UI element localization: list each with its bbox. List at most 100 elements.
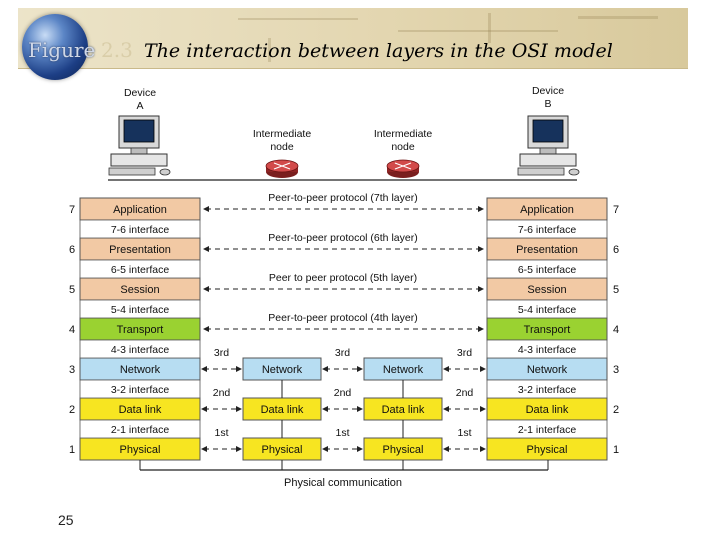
peer-arrow-head-left [203, 326, 209, 332]
hop-arrow-head-right [236, 366, 242, 372]
device-a-layer-name: Data link [119, 404, 162, 416]
figure-label: Figure [28, 38, 96, 62]
device-a-interface-band [79, 339, 201, 359]
device-a-layer-name: Network [120, 364, 161, 376]
device-a-interface-label: 4-3 interface [111, 344, 170, 356]
hop-label: 2nd [213, 387, 231, 399]
left-layer-number: 3 [69, 364, 75, 376]
device-a-label: A [136, 100, 143, 112]
hop-arrow-head-left [201, 366, 207, 372]
intermediate-node-1-label: node [270, 141, 294, 153]
peer-arrow-head-right [478, 326, 484, 332]
device-b-computer-icon-screen [532, 119, 564, 143]
router-1-icon-arrows [273, 162, 291, 170]
device-a-interface-label: 5-4 interface [111, 304, 170, 316]
device-b-interface-band [486, 299, 608, 319]
intermediate-node-1-layer-name: Physical [262, 444, 303, 456]
device-a-computer-icon-base [110, 153, 168, 167]
right-layer-number: 1 [613, 444, 619, 456]
device-a-computer-icon-stand [130, 147, 148, 155]
intermediate-node-1-label: Intermediate [253, 128, 312, 140]
device-b-interface-band [486, 259, 608, 279]
hop-arrow-head-right [480, 366, 486, 372]
device-b-computer-icon-stand [539, 147, 557, 155]
device-b-layer-name: Application [520, 204, 574, 216]
hop-arrow-head-left [443, 406, 449, 412]
hop-arrow-head-right [480, 446, 486, 452]
figure-number: 2.3 [101, 38, 133, 62]
right-layer-number: 3 [613, 364, 619, 376]
intermediate-node-2-label: node [391, 141, 415, 153]
osi-diagram-svg: DeviceADeviceBIntermediatenodeIntermedia… [69, 85, 619, 489]
intermediate-node-2-label: Intermediate [374, 128, 433, 140]
hop-label: 1st [214, 427, 228, 439]
device-a-layer-name: Transport [117, 324, 164, 336]
device-b-layer-name: Presentation [516, 244, 578, 256]
intermediate-node-1-layer-name: Network [262, 364, 303, 376]
device-b-interface-label: 5-4 interface [518, 304, 577, 316]
left-layer-number: 2 [69, 404, 75, 416]
hop-label: 3rd [214, 347, 229, 359]
hop-label: 1st [335, 427, 349, 439]
hop-label: 3rd [457, 347, 472, 359]
device-b-computer-icon-base [519, 153, 577, 167]
device-a-layer-name: Application [113, 204, 167, 216]
device-b-layer-name: Network [527, 364, 568, 376]
intermediate-node-1-layer-name: Data link [261, 404, 304, 416]
left-layer-number: 5 [69, 284, 75, 296]
hop-arrow-head-left [201, 446, 207, 452]
device-b-layer-name: Session [527, 284, 566, 296]
hop-label: 3rd [335, 347, 350, 359]
hop-arrow-head-left [322, 406, 328, 412]
globe-icon [22, 14, 88, 80]
peer-arrow-head-right [478, 206, 484, 212]
device-b-interface-band [486, 339, 608, 359]
physical-communication-label: Physical communication [284, 477, 402, 489]
figure-banner [18, 8, 688, 69]
peer-protocol-label: Peer-to-peer protocol (7th layer) [268, 192, 417, 204]
device-b-interface-label: 2-1 interface [518, 424, 577, 436]
hop-arrow-head-left [322, 366, 328, 372]
intermediate-node-2-layer-name: Physical [383, 444, 424, 456]
peer-arrow-head-left [203, 286, 209, 292]
peer-arrow-head-right [478, 246, 484, 252]
hop-arrow-head-right [236, 406, 242, 412]
device-b-interface-label: 4-3 interface [518, 344, 577, 356]
device-b-computer-icon-keyboard [517, 167, 565, 176]
device-a-interface-band [79, 419, 201, 439]
hop-label: 2nd [456, 387, 474, 399]
left-layer-number: 4 [69, 324, 75, 336]
device-a-layer-name: Session [120, 284, 159, 296]
device-a-label: Device [124, 87, 156, 99]
device-b-label: Device [532, 85, 564, 97]
right-layer-number: 7 [613, 204, 619, 216]
right-layer-number: 2 [613, 404, 619, 416]
device-a-interface-label: 7-6 interface [111, 224, 170, 236]
hop-arrow-head-left [201, 406, 207, 412]
hop-arrow-head-right [357, 366, 363, 372]
hop-arrow-head-left [443, 366, 449, 372]
hop-label: 2nd [334, 387, 352, 399]
device-b-interface-band [486, 379, 608, 399]
device-a-layer-name: Presentation [109, 244, 171, 256]
peer-protocol-label: Peer-to-peer protocol (6th layer) [268, 232, 417, 244]
device-b-interface-band [486, 219, 608, 239]
peer-arrow-head-right [478, 286, 484, 292]
left-layer-number: 1 [69, 444, 75, 456]
router-2-icon-arrows [394, 162, 412, 170]
device-a-computer-icon-screen [123, 119, 155, 143]
hop-arrow-head-left [322, 446, 328, 452]
intermediate-node-2-layer-name: Data link [382, 404, 425, 416]
device-b-interface-label: 7-6 interface [518, 224, 577, 236]
device-a-interface-label: 2-1 interface [111, 424, 170, 436]
device-a-computer-icon-mouse [159, 168, 171, 176]
hop-arrow-head-right [357, 406, 363, 412]
intermediate-node-2-layer-name: Network [383, 364, 424, 376]
hop-arrow-head-left [443, 446, 449, 452]
peer-protocol-label: Peer to peer protocol (5th layer) [269, 272, 417, 284]
peer-arrow-head-left [203, 246, 209, 252]
right-layer-number: 4 [613, 324, 619, 336]
peer-protocol-label: Peer-to-peer protocol (4th layer) [268, 312, 417, 324]
device-b-interface-label: 3-2 interface [518, 384, 577, 396]
